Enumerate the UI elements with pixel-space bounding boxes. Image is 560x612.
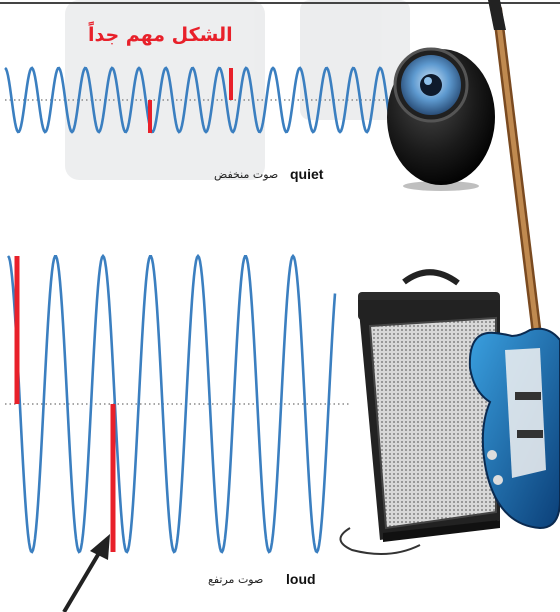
loud-label-arabic: صوت مرتفع: [208, 573, 264, 586]
electric-guitar-icon: [468, 0, 560, 530]
pointer-arrow-icon: [62, 534, 110, 612]
loud-wave: [6, 253, 337, 554]
quiet-label-arabic: صوت منخفض: [214, 168, 279, 181]
guitar-amplifier-icon: [339, 269, 500, 555]
loud-label: loud: [286, 571, 316, 587]
quiet-label: quiet: [290, 166, 324, 182]
page-title: الشكل مهم جداً: [88, 24, 233, 46]
quiet-wave: [4, 66, 394, 134]
speaker-icon: [387, 47, 495, 191]
watermark: [65, 0, 410, 180]
